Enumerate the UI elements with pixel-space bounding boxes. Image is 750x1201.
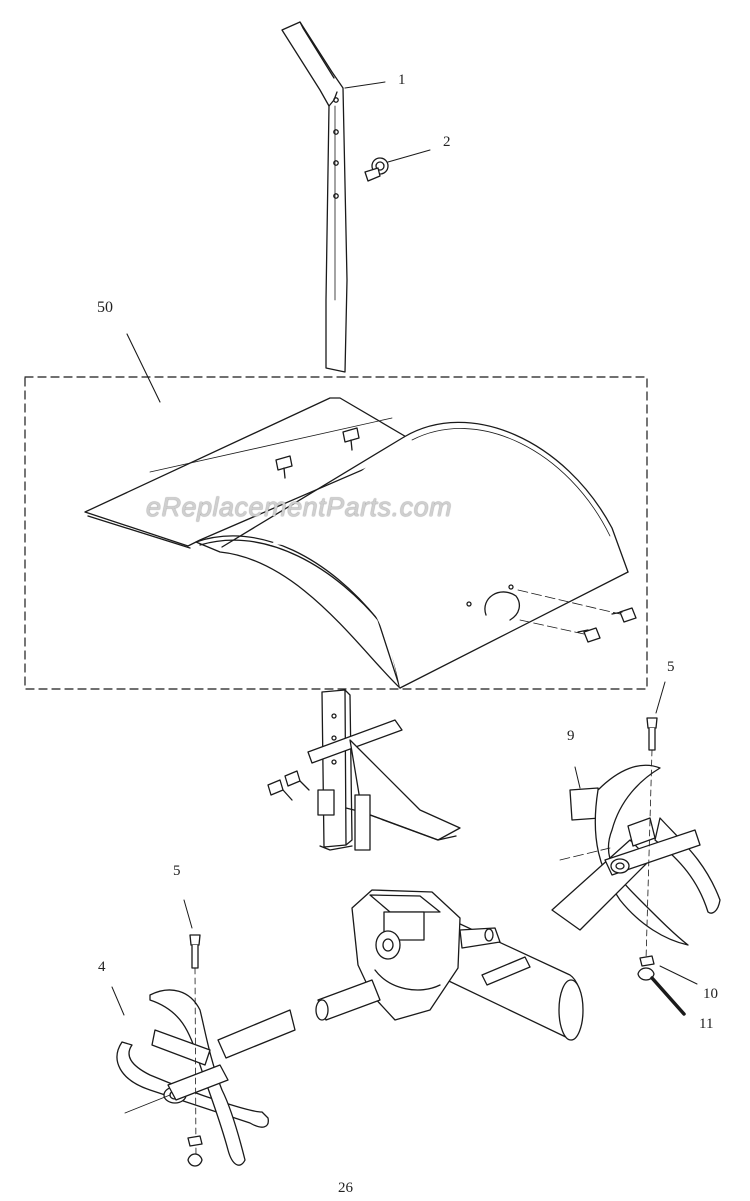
callout-1: 1: [398, 72, 406, 88]
watermark-text: eReplacementParts.com: [146, 492, 453, 522]
clip-pin-part: [365, 150, 430, 181]
mounting-bracket-part: [268, 690, 460, 850]
callout-5-right: 5: [667, 659, 675, 675]
shield-assembly-box: [25, 334, 647, 689]
callout-50: 50: [97, 299, 113, 316]
callout-11: 11: [699, 1016, 714, 1032]
right-tine-part: [552, 765, 720, 945]
callout-5-left: 5: [173, 863, 181, 879]
callout-9: 9: [567, 728, 575, 744]
callout-10: 10: [703, 986, 718, 1002]
gearbox-axle-part: [316, 890, 583, 1040]
page-number: 26: [338, 1180, 353, 1196]
left-tine-part: [112, 900, 295, 1166]
callout-4: 4: [98, 959, 106, 975]
callout-2: 2: [443, 134, 451, 150]
right-bolt-hardware: [638, 682, 697, 1014]
tine-shield-part: [85, 398, 636, 688]
depth-stake-part: [282, 22, 385, 372]
